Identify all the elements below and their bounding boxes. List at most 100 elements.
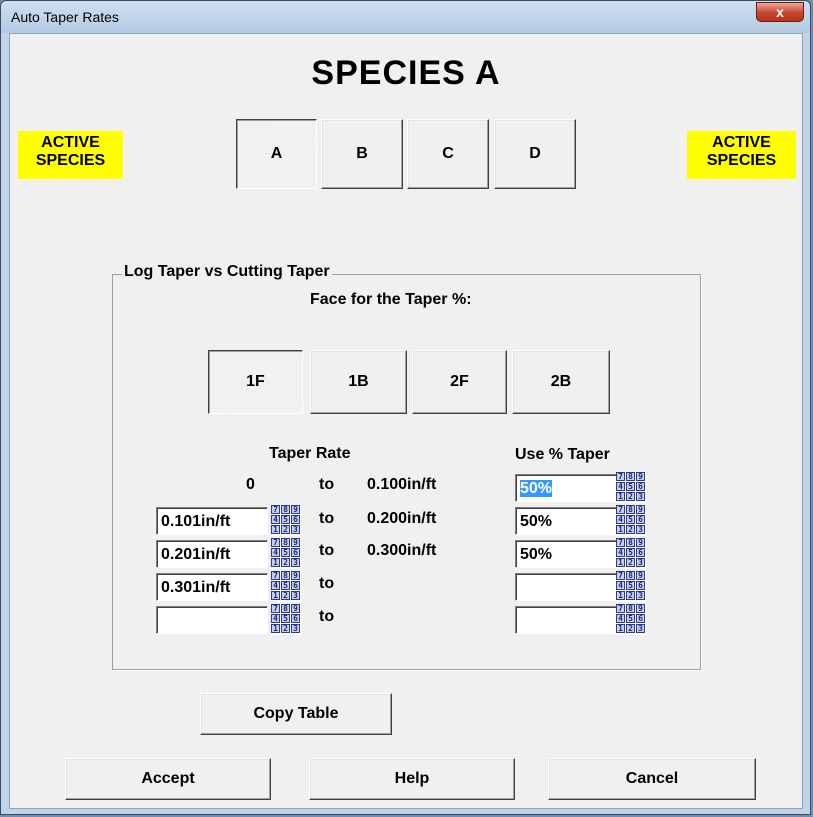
keypad-key: 2 bbox=[281, 525, 290, 534]
keypad-key: 6 bbox=[291, 548, 300, 557]
species-button-a[interactable]: A bbox=[236, 119, 317, 189]
keypad-key: 1 bbox=[616, 492, 625, 501]
keypad-key: 5 bbox=[626, 581, 635, 590]
keypad-key: 7 bbox=[616, 571, 625, 580]
active-label-line2: SPECIES bbox=[35, 152, 106, 169]
copy-table-button[interactable]: Copy Table bbox=[200, 693, 392, 735]
species-title: SPECIES A bbox=[311, 54, 501, 92]
window-title: Auto Taper Rates bbox=[11, 9, 119, 25]
face-button-2b[interactable]: 2B bbox=[512, 350, 610, 414]
keypad-key: 4 bbox=[616, 515, 625, 524]
face-label: Face for the Taper %: bbox=[310, 291, 472, 308]
keypad-key: 4 bbox=[271, 581, 280, 590]
keypad-key: 3 bbox=[291, 558, 300, 567]
keypad-key: 8 bbox=[626, 571, 635, 580]
close-button[interactable]: x bbox=[756, 2, 804, 22]
keypad-key: 9 bbox=[636, 472, 645, 481]
keypad-key: 9 bbox=[291, 604, 300, 613]
keypad-key: 5 bbox=[626, 548, 635, 557]
keypad-key: 9 bbox=[291, 505, 300, 514]
row-2-percent-input[interactable]: 50% bbox=[515, 507, 627, 535]
cancel-button[interactable]: Cancel bbox=[548, 758, 756, 800]
keypad-key: 6 bbox=[291, 581, 300, 590]
keypad-key: 2 bbox=[626, 492, 635, 501]
active-label-line1: ACTIVE bbox=[41, 134, 100, 151]
keypad-key: 2 bbox=[281, 624, 290, 633]
row-5-to-label: to bbox=[319, 608, 335, 625]
row-3-to-value: 0.300in/ft bbox=[367, 542, 437, 559]
keypad-key: 2 bbox=[281, 591, 290, 600]
row-4-from-input[interactable]: 0.301in/ft bbox=[156, 573, 268, 601]
face-button-1b[interactable]: 1B bbox=[310, 350, 407, 414]
keypad-key: 9 bbox=[636, 538, 645, 547]
keypad-key: 5 bbox=[281, 515, 290, 524]
keypad-key: 9 bbox=[291, 538, 300, 547]
taper-rate-header: Taper Rate bbox=[269, 445, 351, 462]
use-taper-header: Use % Taper bbox=[515, 446, 610, 463]
row-1-percent-input[interactable]: 50% bbox=[515, 474, 627, 502]
keypad-key: 8 bbox=[281, 505, 290, 514]
face-button-2f[interactable]: 2F bbox=[412, 350, 507, 414]
keypad-key: 1 bbox=[616, 558, 625, 567]
keypad-key: 8 bbox=[281, 571, 290, 580]
help-button[interactable]: Help bbox=[309, 758, 515, 800]
row-1-to-value: 0.100in/ft bbox=[367, 476, 437, 493]
keypad-key: 7 bbox=[271, 571, 280, 580]
keypad-key: 1 bbox=[271, 624, 280, 633]
keypad-key: 1 bbox=[616, 591, 625, 600]
keypad-key: 3 bbox=[636, 525, 645, 534]
species-button-c[interactable]: C bbox=[407, 119, 489, 189]
active-species-badge-right: ACTIVE SPECIES bbox=[687, 131, 796, 179]
row-5-from-input[interactable] bbox=[156, 606, 268, 634]
taper-group-box bbox=[112, 274, 701, 670]
keypad-key: 4 bbox=[616, 614, 625, 623]
keypad-key: 6 bbox=[636, 614, 645, 623]
face-button-1f[interactable]: 1F bbox=[208, 350, 303, 414]
keypad-key: 9 bbox=[636, 571, 645, 580]
keypad-key: 8 bbox=[626, 538, 635, 547]
keypad-key: 8 bbox=[281, 604, 290, 613]
row-3-percent-input[interactable]: 50% bbox=[515, 540, 627, 568]
title-bar[interactable]: Auto Taper Rates x bbox=[1, 1, 810, 33]
species-button-b[interactable]: B bbox=[321, 119, 403, 189]
row-2-to-value: 0.200in/ft bbox=[367, 510, 437, 527]
keypad-key: 7 bbox=[271, 604, 280, 613]
keypad-key: 3 bbox=[636, 558, 645, 567]
species-button-d[interactable]: D bbox=[494, 119, 576, 189]
keypad-key: 7 bbox=[616, 472, 625, 481]
keypad-key: 9 bbox=[291, 571, 300, 580]
row-2-from-input[interactable]: 0.101in/ft bbox=[156, 507, 268, 535]
keypad-key: 1 bbox=[271, 558, 280, 567]
accept-button[interactable]: Accept bbox=[65, 758, 271, 800]
row-3-from-input[interactable]: 0.201in/ft bbox=[156, 540, 268, 568]
row-4-percent-input[interactable] bbox=[515, 573, 627, 601]
keypad-key: 8 bbox=[281, 538, 290, 547]
keypad-key: 3 bbox=[636, 492, 645, 501]
keypad-key: 4 bbox=[616, 482, 625, 491]
row-5-percent-input[interactable] bbox=[515, 606, 627, 634]
